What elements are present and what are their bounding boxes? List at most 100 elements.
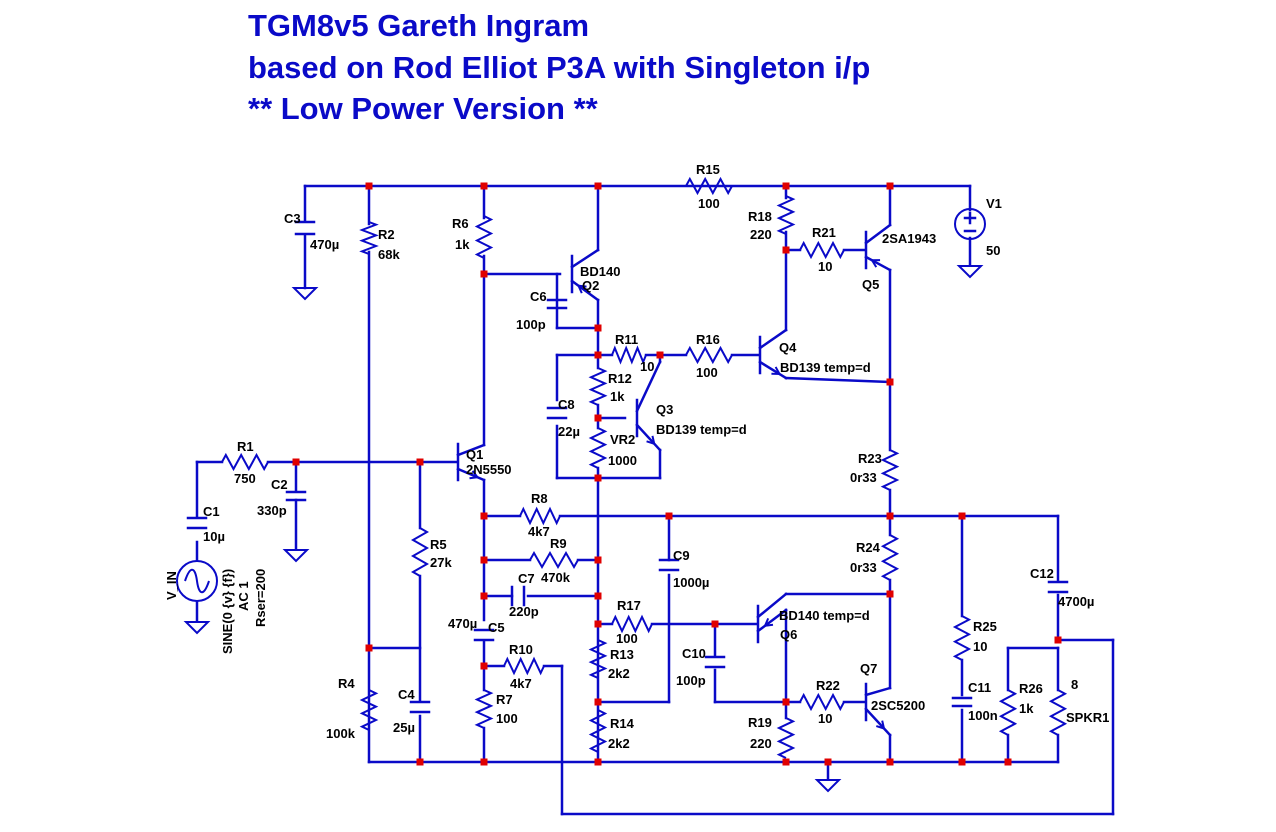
r5-resistor <box>410 527 430 577</box>
r8-value: 4k7 <box>528 524 550 539</box>
r2-resistor <box>359 221 379 255</box>
v1-value: 50 <box>986 243 1000 258</box>
c5-capacitor <box>473 628 495 642</box>
r14-name: R14 <box>610 716 635 731</box>
vr2-resistor <box>588 427 608 469</box>
c12-name: C12 <box>1030 566 1054 581</box>
c4-value: 25µ <box>393 720 415 735</box>
vr2-value: 1000 <box>608 453 637 468</box>
c3-capacitor <box>294 220 316 236</box>
junction-2 <box>480 182 488 190</box>
r15-resistor <box>685 176 733 196</box>
r9-name: R9 <box>550 536 567 551</box>
r7-resistor <box>474 689 494 729</box>
wires <box>195 184 1115 816</box>
r24-name: R24 <box>856 540 881 555</box>
v1-source <box>954 208 986 240</box>
r1-value: 750 <box>234 471 256 486</box>
r14-value: 2k2 <box>608 736 630 751</box>
c9-capacitor <box>658 558 680 572</box>
r21-name: R21 <box>812 225 836 240</box>
junction-26 <box>711 620 719 628</box>
q6-value: BD140 temp=d <box>779 608 870 623</box>
r10-value: 4k7 <box>510 676 532 691</box>
r21-value: 10 <box>818 259 832 274</box>
c6-value: 100p <box>516 317 546 332</box>
q6-transistor <box>756 592 788 644</box>
c10-name: C10 <box>682 646 706 661</box>
r2-name: R2 <box>378 227 395 242</box>
junction-17 <box>665 512 673 520</box>
c1-capacitor <box>186 516 208 530</box>
junction-37 <box>886 758 894 766</box>
spkr1-name: SPKR1 <box>1066 710 1109 725</box>
r23-value: 0r33 <box>850 470 877 485</box>
c1-value: 10µ <box>203 529 225 544</box>
vin-name: V_IN <box>164 571 179 600</box>
r22-resistor <box>799 692 845 712</box>
junction-5 <box>886 182 894 190</box>
c10-value: 100p <box>676 673 706 688</box>
r16-name: R16 <box>696 332 720 347</box>
labels: C3 470µ R2 68k R6 1k BD140 Q2 C6 100p R1… <box>164 162 1109 751</box>
junction-16 <box>480 512 488 520</box>
r15-name: R15 <box>696 162 720 177</box>
r2-value: 68k <box>378 247 400 262</box>
r10-resistor <box>503 656 545 676</box>
c9-value: 1000µ <box>673 575 709 590</box>
r18-resistor <box>776 195 796 235</box>
c7-name: C7 <box>518 571 535 586</box>
junction-32 <box>416 758 424 766</box>
r24-value: 0r33 <box>850 560 877 575</box>
q1-transistor <box>456 442 486 482</box>
r17-resistor <box>611 614 653 634</box>
r11-resistor <box>611 345 647 365</box>
r6-name: R6 <box>452 216 469 231</box>
junctions <box>292 182 1062 766</box>
junction-12 <box>594 414 602 422</box>
v1-name: V1 <box>986 196 1002 211</box>
junction-24 <box>886 590 894 598</box>
junction-15 <box>416 458 424 466</box>
r4-resistor <box>359 689 379 731</box>
junction-39 <box>1004 758 1012 766</box>
r13-value: 2k2 <box>608 666 630 681</box>
r9-value: 470k <box>541 570 571 585</box>
r23-name: R23 <box>858 451 882 466</box>
r12-name: R12 <box>608 371 632 386</box>
junction-25 <box>594 620 602 628</box>
r18-value: 220 <box>750 227 772 242</box>
r25-value: 10 <box>973 639 987 654</box>
r21-resistor <box>799 240 845 260</box>
q7-value: 2SC5200 <box>871 698 925 713</box>
junction-23 <box>594 592 602 600</box>
junction-38 <box>958 758 966 766</box>
ground-icon <box>282 549 310 563</box>
r16-resistor <box>685 345 733 365</box>
r1-name: R1 <box>237 439 254 454</box>
r19-name: R19 <box>748 715 772 730</box>
vr2-name: VR2 <box>610 432 635 447</box>
junction-28 <box>480 662 488 670</box>
junction-30 <box>594 698 602 706</box>
c9-name: C9 <box>673 548 690 563</box>
r5-value: 27k <box>430 555 452 570</box>
r4-name: R4 <box>338 676 355 691</box>
r5-name: R5 <box>430 537 447 552</box>
r17-name: R17 <box>617 598 641 613</box>
q2-value: BD140 <box>580 264 620 279</box>
q3-value: BD139 temp=d <box>656 422 747 437</box>
c12-capacitor <box>1047 580 1069 594</box>
c2-capacitor <box>285 490 307 502</box>
q7-transistor <box>864 682 892 737</box>
junction-22 <box>480 592 488 600</box>
r25-name: R25 <box>973 619 997 634</box>
junction-4 <box>782 182 790 190</box>
r26-resistor <box>998 689 1018 736</box>
junction-9 <box>656 351 664 359</box>
q1-name: Q1 <box>466 447 483 462</box>
r7-value: 100 <box>496 711 518 726</box>
vin-value: SINE(0 {v} {f}) <box>220 569 235 654</box>
q7-name: Q7 <box>860 661 877 676</box>
